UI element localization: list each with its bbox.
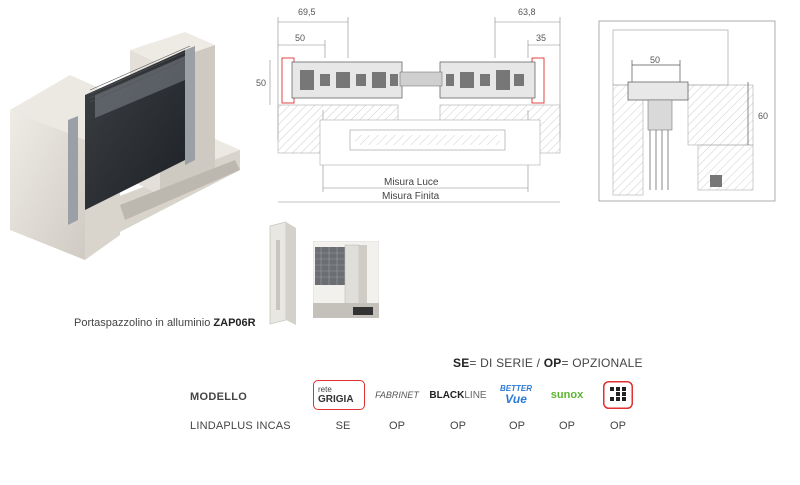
logo-rete-grigia: rete GRIGIA — [310, 378, 368, 412]
section-dim-side: 60 — [758, 111, 768, 121]
legend-op-text: = OPZIONALE — [561, 356, 643, 370]
value-rete-grigia: SE — [335, 420, 351, 432]
rete-grigia-top: rete — [318, 385, 332, 394]
logo-sunox: sunox — [545, 378, 589, 412]
logo-fabrinet: FABRINET — [372, 378, 422, 412]
brush-holder-profile-image — [269, 221, 296, 325]
value-pattern: OP — [610, 420, 626, 432]
value-better-vue: OP — [509, 420, 525, 432]
better-vue-bottom: Vue — [505, 392, 527, 406]
legend-se-abbr: SE — [453, 356, 470, 370]
label-misura-finita: Misura Finita — [382, 191, 440, 202]
fabrinet-text: FABRINET — [375, 390, 419, 400]
frame-3d-render — [10, 32, 240, 260]
dim-top-left: 69,5 — [298, 7, 316, 17]
sunox-text: sunox — [550, 389, 584, 401]
legend-se-text: = DI SERIE / — [469, 356, 544, 370]
value-fabrinet: OP — [389, 420, 405, 432]
label-misura-luce: Misura Luce — [384, 177, 439, 188]
dim-top-right: 63,8 — [518, 7, 536, 17]
better-vue-top: BETTER — [500, 384, 532, 393]
dim-inner-left: 50 — [295, 33, 305, 43]
legend-op-abbr: OP — [543, 356, 562, 370]
rete-grigia-bottom: GRIGIA — [318, 394, 354, 405]
vertical-section-drawing: 50 60 — [598, 20, 776, 202]
profile-caption: Portaspazzolino in alluminio ZAP06R — [74, 317, 256, 329]
logo-better-vue: BETTER Vue — [494, 378, 538, 412]
header-modello: MODELLO — [190, 391, 248, 403]
section-dim-top: 50 — [650, 55, 660, 65]
detail-photo — [313, 241, 379, 318]
value-blackline: OP — [450, 420, 466, 432]
caption-code: ZAP06R — [213, 317, 256, 329]
product-name: LINDAPLUS INCAS — [190, 420, 291, 432]
caption-text: Portaspazzolino in alluminio — [74, 317, 214, 329]
value-sunox: OP — [559, 420, 575, 432]
dim-side-left: 50 — [256, 78, 266, 88]
blackline-bold: BLACK — [429, 389, 465, 401]
dim-inner-right: 35 — [536, 33, 546, 43]
plan-section-drawing: 69,5 50 50 63,8 35 Misura Luce Misura Fi… — [256, 7, 561, 203]
blackline-light: LINE — [464, 389, 487, 401]
logo-pattern-icon — [601, 378, 635, 412]
legend: SE= DI SERIE / OP= OPZIONALE — [453, 356, 643, 370]
